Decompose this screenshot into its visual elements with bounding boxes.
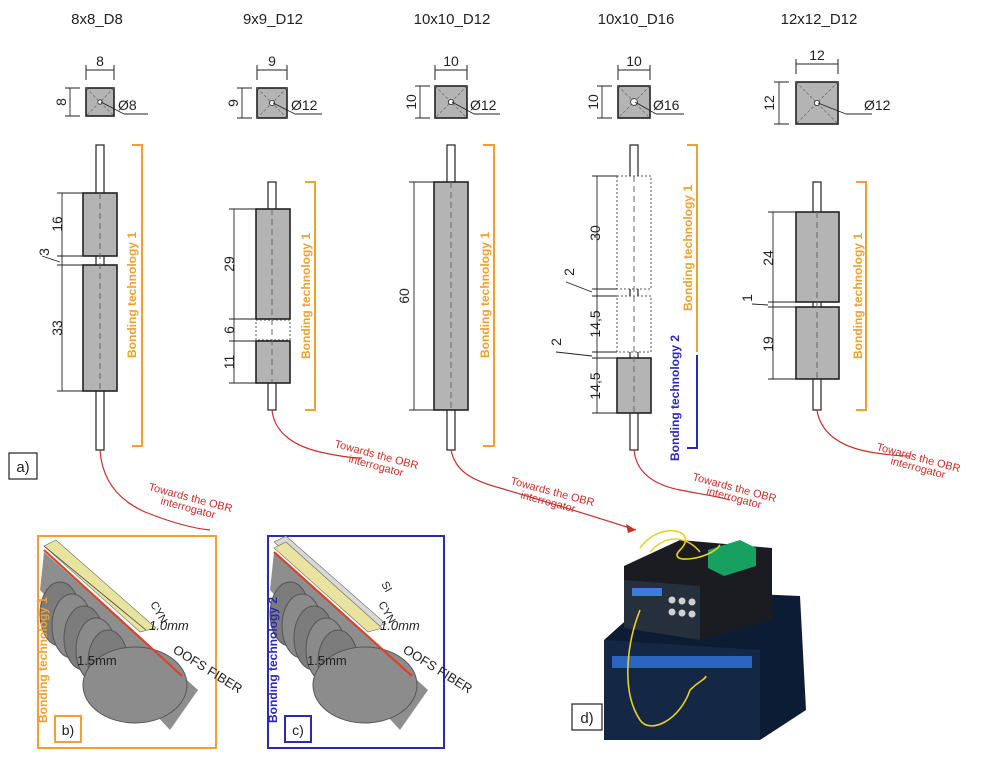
detail-bond-label: Bonding technology 1 (36, 597, 50, 723)
svg-text:a): a) (16, 459, 29, 476)
specimen-title: 9x9_D12 (243, 11, 303, 28)
dim-1: 1 (739, 294, 755, 302)
diameter-label: Ø12 (291, 97, 318, 113)
diameter-label: Ø12 (864, 97, 891, 113)
bond-label: Bonding technology 1 (125, 232, 139, 358)
panel-c-bonding-detail-2: SI CYN 1.0mm 1.5mm OOFS FIBER Bonding te… (266, 535, 475, 749)
dim-19: 19 (760, 336, 776, 352)
specimen-10x10-d16: 10x10_D16 10 10 Ø16 30 2 14,5 2 14,5 Bon… (548, 11, 778, 512)
panel-b-bonding-detail-1: CYN 1.0mm 1.5mm OOFS FIBER Bonding techn… (36, 535, 245, 749)
diameter-label: Ø16 (653, 97, 680, 113)
dim-60: 60 (396, 288, 412, 304)
dim-14-5a: 14,5 (587, 310, 603, 337)
side-dim-left: 9 (225, 99, 241, 107)
dim-16: 16 (49, 216, 65, 232)
groove-label: 1.0mm (380, 618, 420, 633)
side-dim-left: 10 (403, 94, 419, 110)
groove-label: 1.0mm (149, 618, 189, 633)
bond-label: Bonding technology 1 (478, 232, 492, 358)
diameter-label: Ø12 (470, 97, 497, 113)
dim-6: 6 (221, 326, 237, 334)
dim-14-5b: 14,5 (587, 372, 603, 399)
panel-label-c: c) (292, 722, 304, 738)
panel-label-b: b) (62, 722, 74, 738)
dim-2a: 2 (561, 268, 577, 276)
bond-label-2: Bonding technology 2 (668, 335, 682, 461)
dim-33: 33 (49, 320, 65, 336)
side-dim-top: 9 (268, 53, 276, 69)
detail-bond-label: Bonding technology 2 (266, 597, 280, 723)
side-dim-top: 12 (809, 47, 825, 63)
side-dim-top: 8 (96, 53, 104, 69)
specimen-9x9-d12: 9x9_D12 9 9 Ø12 29 6 11 Bonding technolo… (221, 11, 420, 480)
dim-3: 3 (36, 248, 52, 256)
specimen-10x10-d12: 10x10_D12 10 10 Ø12 60 Bonding technolog… (396, 11, 637, 533)
specimen-8x8-d8: 8x8_D8 8 8 Ø8 16 3 33 Bonding technology… (36, 11, 234, 531)
specimen-title: 12x12_D12 (781, 11, 858, 28)
bond-label: Bonding technology 1 (681, 185, 695, 311)
dim-2b: 2 (548, 338, 564, 346)
specimen-12x12-d12: 12x12_D12 12 12 Ø12 24 1 19 Bonding tech… (739, 11, 962, 482)
dim-11: 11 (221, 355, 237, 370)
side-dim-left: 12 (761, 95, 777, 111)
dim-30: 30 (587, 225, 603, 241)
dim-29: 29 (221, 256, 237, 272)
specimen-title: 8x8_D8 (71, 11, 123, 28)
side-dim-top: 10 (443, 53, 459, 69)
specimen-title: 10x10_D12 (414, 11, 491, 28)
side-dim-left: 10 (585, 94, 601, 110)
dim-24: 24 (760, 250, 776, 266)
bond-label: Bonding technology 1 (851, 233, 865, 359)
depth-label: 1.5mm (307, 653, 347, 668)
panel-d-obr-interrogator: d) (571, 529, 806, 740)
side-dim-top: 10 (626, 53, 642, 69)
bond-label: Bonding technology 1 (299, 233, 313, 359)
depth-label: 1.5mm (77, 653, 117, 668)
panel-label-a: a) (8, 452, 38, 480)
side-dim-left: 8 (53, 98, 69, 106)
diameter-label: Ø8 (118, 97, 137, 113)
si-label: SI (378, 580, 394, 595)
specimen-title: 10x10_D16 (598, 11, 675, 28)
panel-label-d: d) (580, 710, 593, 727)
